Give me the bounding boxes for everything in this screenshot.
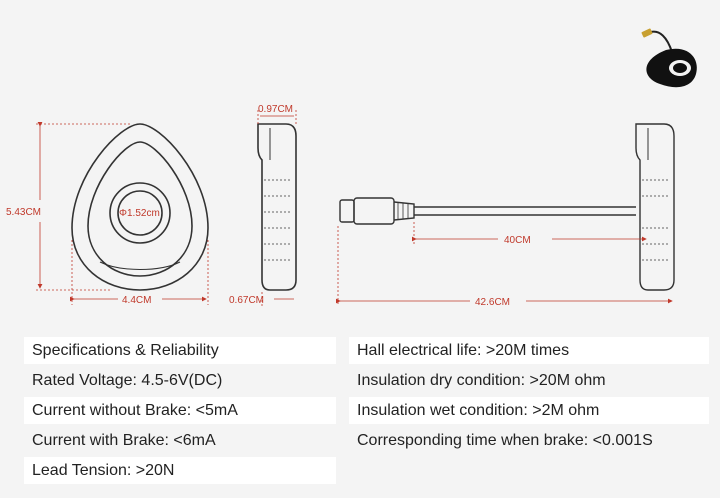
- spec-left-4: Lead Tension: >20N: [24, 457, 336, 484]
- width-label: 4.4CM: [122, 295, 151, 306]
- width-dimension: [70, 240, 209, 305]
- height-label: 5.43CM: [6, 207, 41, 218]
- side-bottom-label: 0.67CM: [229, 295, 264, 306]
- spec-right-1: Insulation dry condition: >20M ohm: [357, 372, 606, 389]
- hole-diameter-label: Φ1.52cm: [119, 208, 160, 219]
- technical-drawing: Φ1.52cm 5.43CM 4.4CM 0.97CM 0.67CM: [6, 28, 697, 308]
- specifications-table: Specifications & Reliability Rated Volta…: [0, 333, 720, 498]
- side-view: [257, 123, 297, 291]
- cable-length-label: 40CM: [504, 235, 531, 246]
- side-dimensions: [257, 110, 297, 306]
- total-length-label: 42.6CM: [475, 297, 510, 308]
- front-view: [71, 123, 209, 291]
- spec-left-2: Current without Brake: <5mA: [24, 397, 336, 424]
- spec-right-0: Hall electrical life: >20M times: [349, 337, 709, 364]
- cable-dimensions: [336, 222, 673, 306]
- side-top-label: 0.97CM: [258, 104, 293, 115]
- spec-right-3: Corresponding time when brake: <0.001S: [357, 432, 653, 449]
- spec-left-1: Rated Voltage: 4.5-6V(DC): [32, 372, 223, 389]
- height-dimension: [36, 122, 130, 291]
- cable-view: [339, 123, 675, 291]
- sensor-photo-icon: [641, 28, 697, 88]
- spec-left-3: Current with Brake: <6mA: [32, 432, 216, 449]
- spec-left-0: Specifications & Reliability: [24, 337, 336, 364]
- spec-right-2: Insulation wet condition: >2M ohm: [349, 397, 709, 424]
